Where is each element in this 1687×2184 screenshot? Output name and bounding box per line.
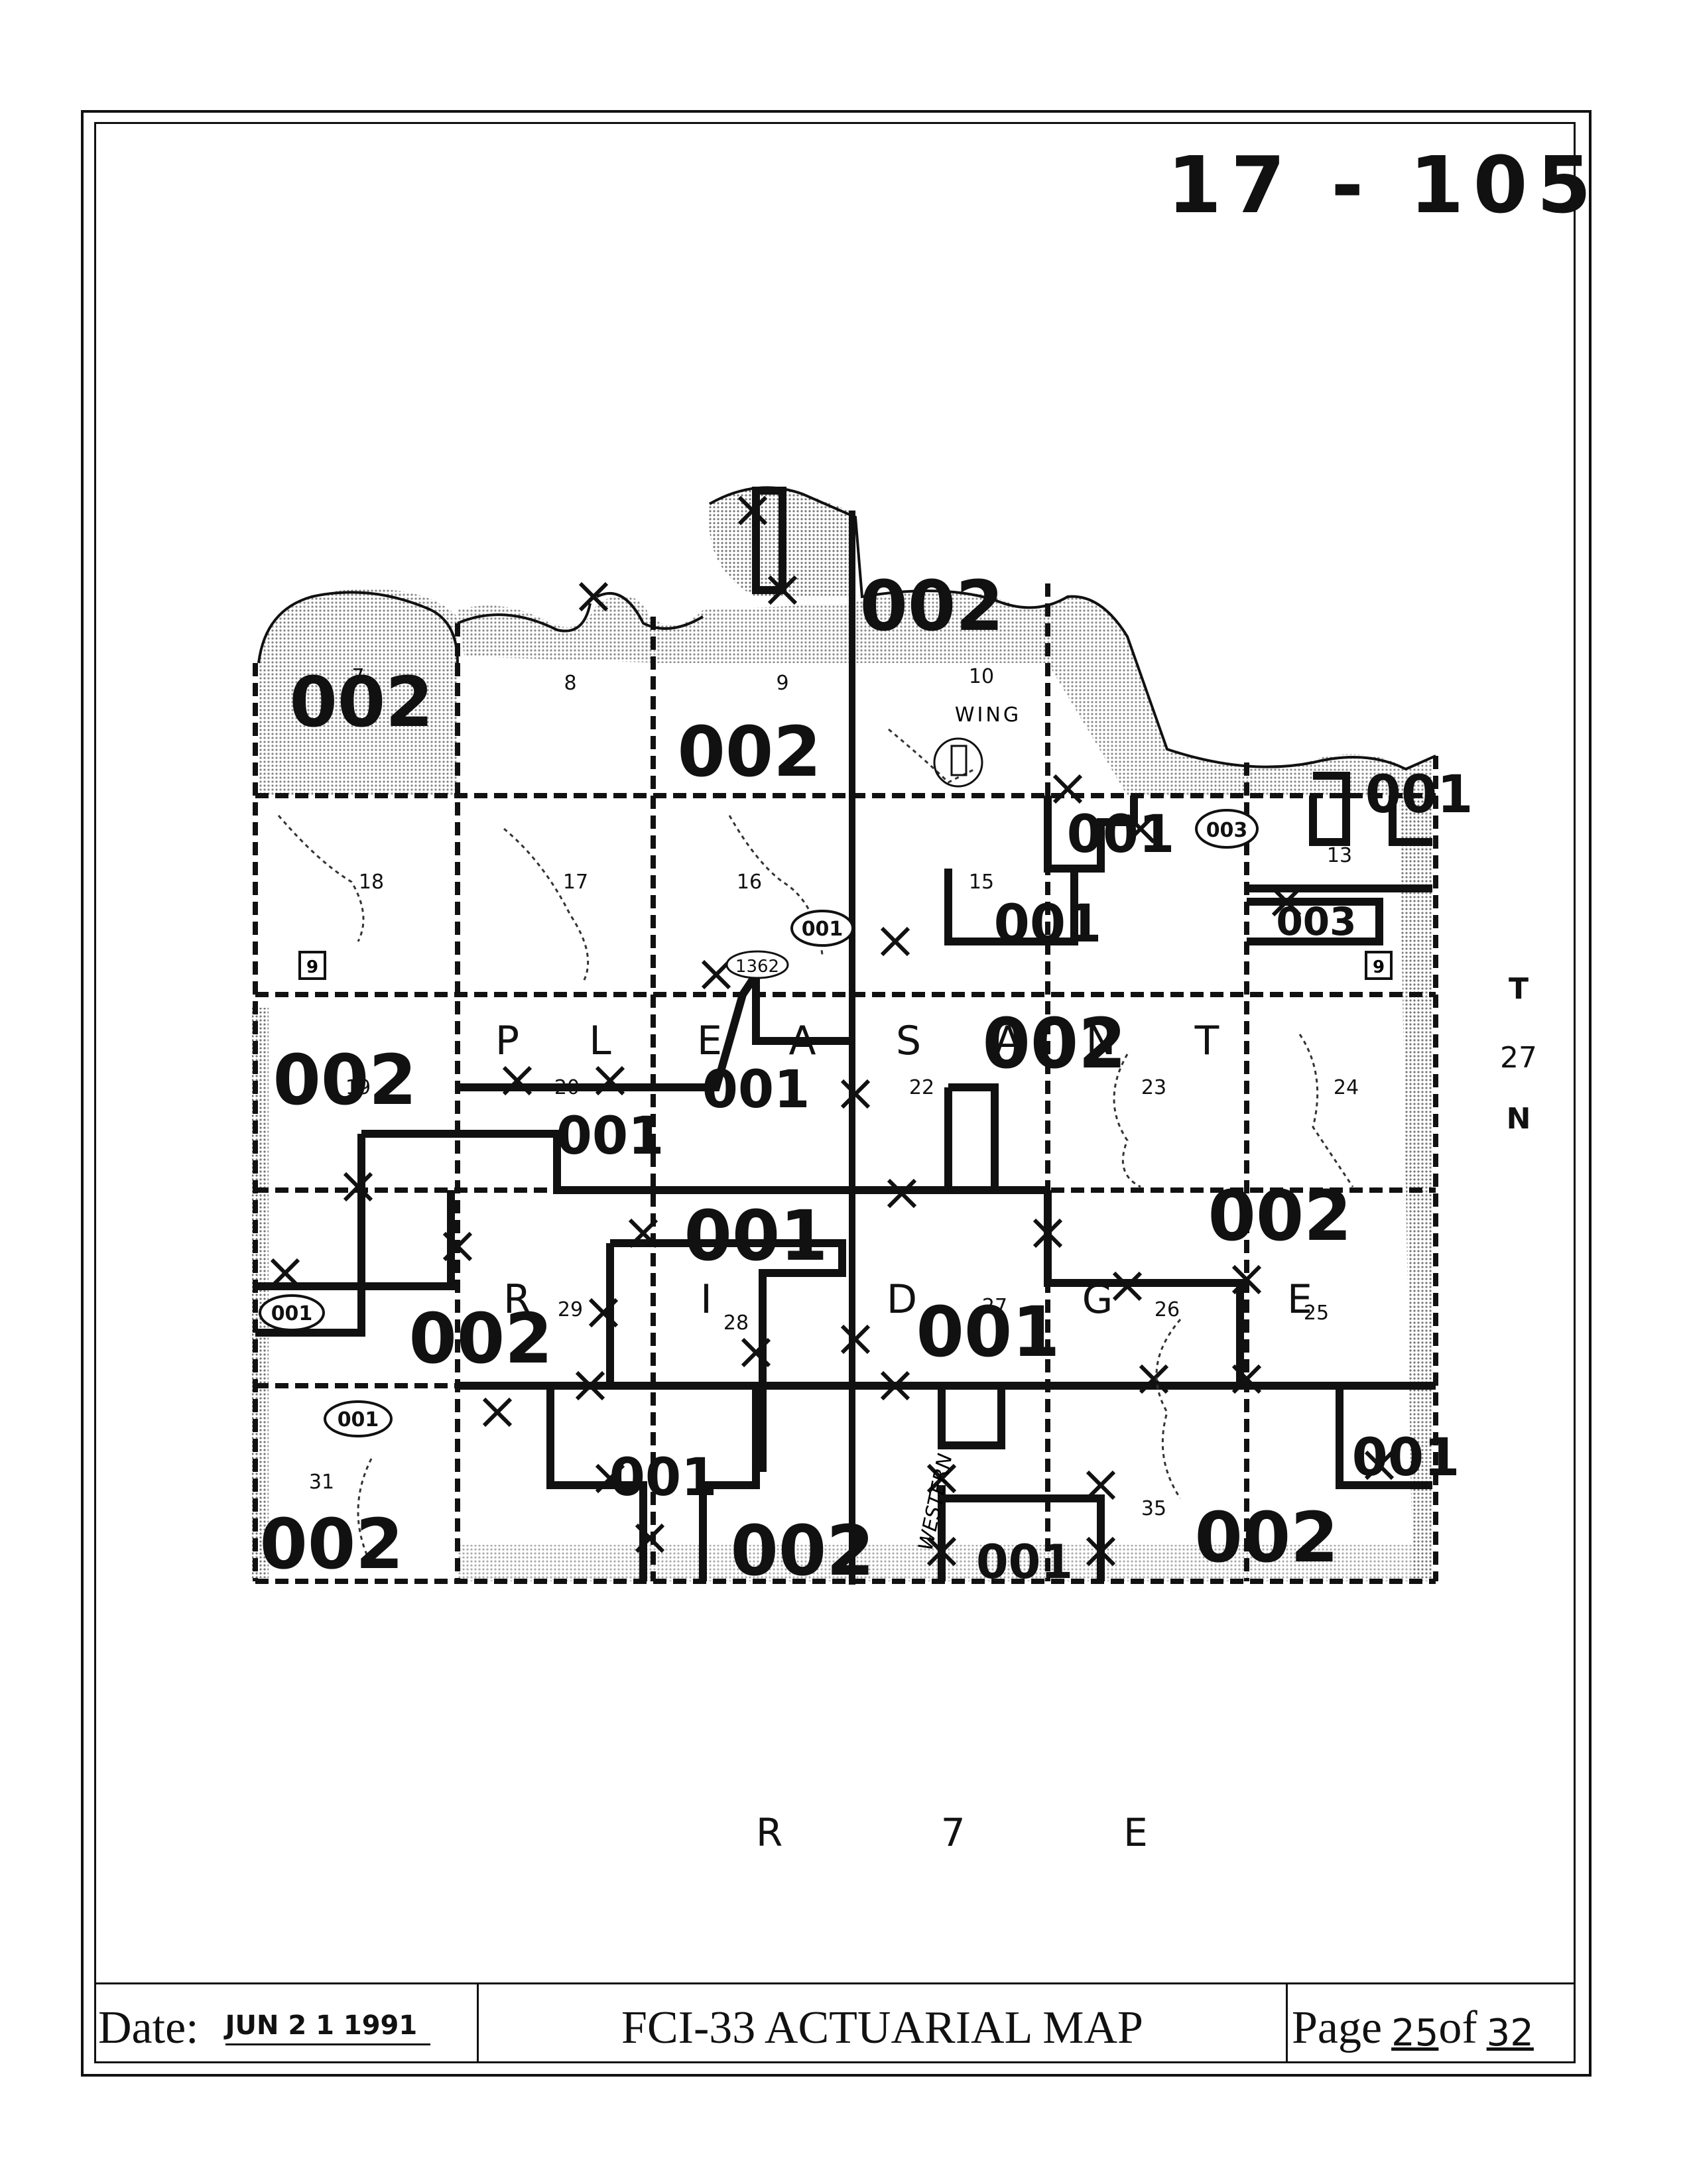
svg-text:002: 002 (730, 1510, 874, 1591)
svg-text:002: 002 (859, 566, 1003, 646)
date-stamp: JUN 2 1 1991 (225, 2010, 431, 2045)
township-direction: N (1506, 1102, 1531, 1136)
svg-text:001: 001 (609, 1448, 718, 1508)
svg-text:N: N (1086, 1018, 1116, 1064)
route-oval-label: 1362 (735, 957, 779, 977)
page-number: 25 (1391, 2012, 1439, 2055)
svg-text:A: A (788, 1018, 816, 1064)
township-number: 27 (1500, 1041, 1537, 1075)
svg-text:8: 8 (564, 672, 576, 695)
svg-text:L: L (589, 1018, 611, 1064)
svg-text:23: 23 (1141, 1076, 1166, 1099)
svg-text:9: 9 (306, 957, 318, 977)
map-title: FCI-33 ACTUARIAL MAP (621, 2002, 1143, 2053)
svg-text:001: 001 (976, 1535, 1073, 1589)
svg-text:002: 002 (1194, 1497, 1338, 1578)
svg-text:9: 9 (1373, 957, 1385, 977)
shore-band (458, 591, 1432, 796)
svg-text:26: 26 (1155, 1298, 1180, 1321)
svg-text:27: 27 (982, 1295, 1007, 1318)
svg-text:001: 001 (556, 1107, 664, 1166)
svg-text:002: 002 (1208, 1176, 1351, 1256)
svg-text:15: 15 (969, 871, 994, 894)
svg-text:001: 001 (1365, 765, 1473, 825)
svg-text:001: 001 (994, 894, 1102, 954)
svg-text:31: 31 (309, 1471, 334, 1494)
svg-text:002: 002 (273, 1040, 416, 1121)
svg-text:22: 22 (909, 1076, 934, 1099)
svg-text:001: 001 (271, 1302, 313, 1325)
svg-text:R: R (503, 1276, 531, 1323)
hwy-shield-1 (298, 951, 326, 980)
svg-text:20: 20 (554, 1076, 580, 1099)
date-cell: Date: JUN 2 1 1991 (94, 1984, 479, 2061)
inner-border (94, 122, 1576, 2063)
lake-shading-west (259, 589, 458, 796)
svg-text:001: 001 (338, 1408, 379, 1431)
page-total: 32 (1486, 2012, 1534, 2055)
x-marks (270, 495, 1395, 1567)
svg-text:35: 35 (1141, 1497, 1166, 1520)
svg-text:9: 9 (776, 672, 788, 695)
date-label: Date: (98, 2002, 199, 2053)
map-id: 17 - 105 (1167, 139, 1601, 231)
svg-text:001: 001 (1352, 1428, 1460, 1488)
svg-text:002: 002 (982, 1003, 1126, 1084)
svg-text:002: 002 (259, 1504, 403, 1585)
svg-text:28: 28 (723, 1311, 749, 1335)
svg-text:T: T (1194, 1018, 1219, 1064)
svg-text:29: 29 (558, 1298, 583, 1321)
zone-boundaries (255, 487, 1436, 1581)
svg-text:P: P (495, 1018, 519, 1064)
of-word: of (1438, 2002, 1477, 2053)
svg-text:19: 19 (345, 1076, 371, 1099)
svg-text:002: 002 (408, 1298, 552, 1379)
svg-text:18: 18 (359, 871, 384, 894)
svg-text:002: 002 (289, 662, 433, 743)
page-cell: Page 25 of 32 (1288, 1984, 1574, 2061)
svg-text:17: 17 (563, 871, 588, 894)
svg-text:13: 13 (1327, 844, 1352, 867)
route-oval (725, 950, 789, 979)
svg-text:25: 25 (1304, 1302, 1329, 1325)
town-symbol (933, 737, 983, 788)
svg-text:16: 16 (737, 871, 762, 894)
svg-text:10: 10 (969, 665, 994, 688)
svg-text:G: G (1082, 1276, 1113, 1323)
footer-bar: Date: JUN 2 1 1991 FCI-33 ACTUARIAL MAP … (94, 1982, 1574, 2061)
svg-text:002: 002 (677, 711, 821, 792)
svg-text:001: 001 (1067, 805, 1175, 865)
svg-text:S: S (896, 1018, 921, 1064)
svg-text:A: A (994, 1018, 1021, 1064)
outer-border (81, 110, 1592, 2077)
svg-text:001: 001 (802, 918, 844, 941)
svg-text:003: 003 (1206, 819, 1248, 842)
svg-text:E: E (1287, 1276, 1312, 1323)
township-t: T (1508, 972, 1529, 1006)
svg-text:24: 24 (1334, 1076, 1359, 1099)
page-word: Page (1292, 2002, 1383, 2053)
svg-text:7: 7 (351, 665, 364, 688)
svg-text:D: D (887, 1276, 917, 1323)
svg-text:001: 001 (702, 1060, 810, 1120)
svg-text:I: I (700, 1276, 712, 1323)
map-title-cell: FCI-33 ACTUARIAL MAP (479, 1984, 1288, 2061)
svg-text:003: 003 (1276, 899, 1356, 944)
svg-text:001: 001 (916, 1292, 1060, 1372)
range-label: R 7 E (756, 1810, 1221, 1855)
town-name: WING (955, 703, 1021, 727)
hwy-shield-2 (1365, 951, 1393, 980)
svg-text:E: E (697, 1018, 722, 1064)
svg-text:001: 001 (684, 1195, 828, 1276)
